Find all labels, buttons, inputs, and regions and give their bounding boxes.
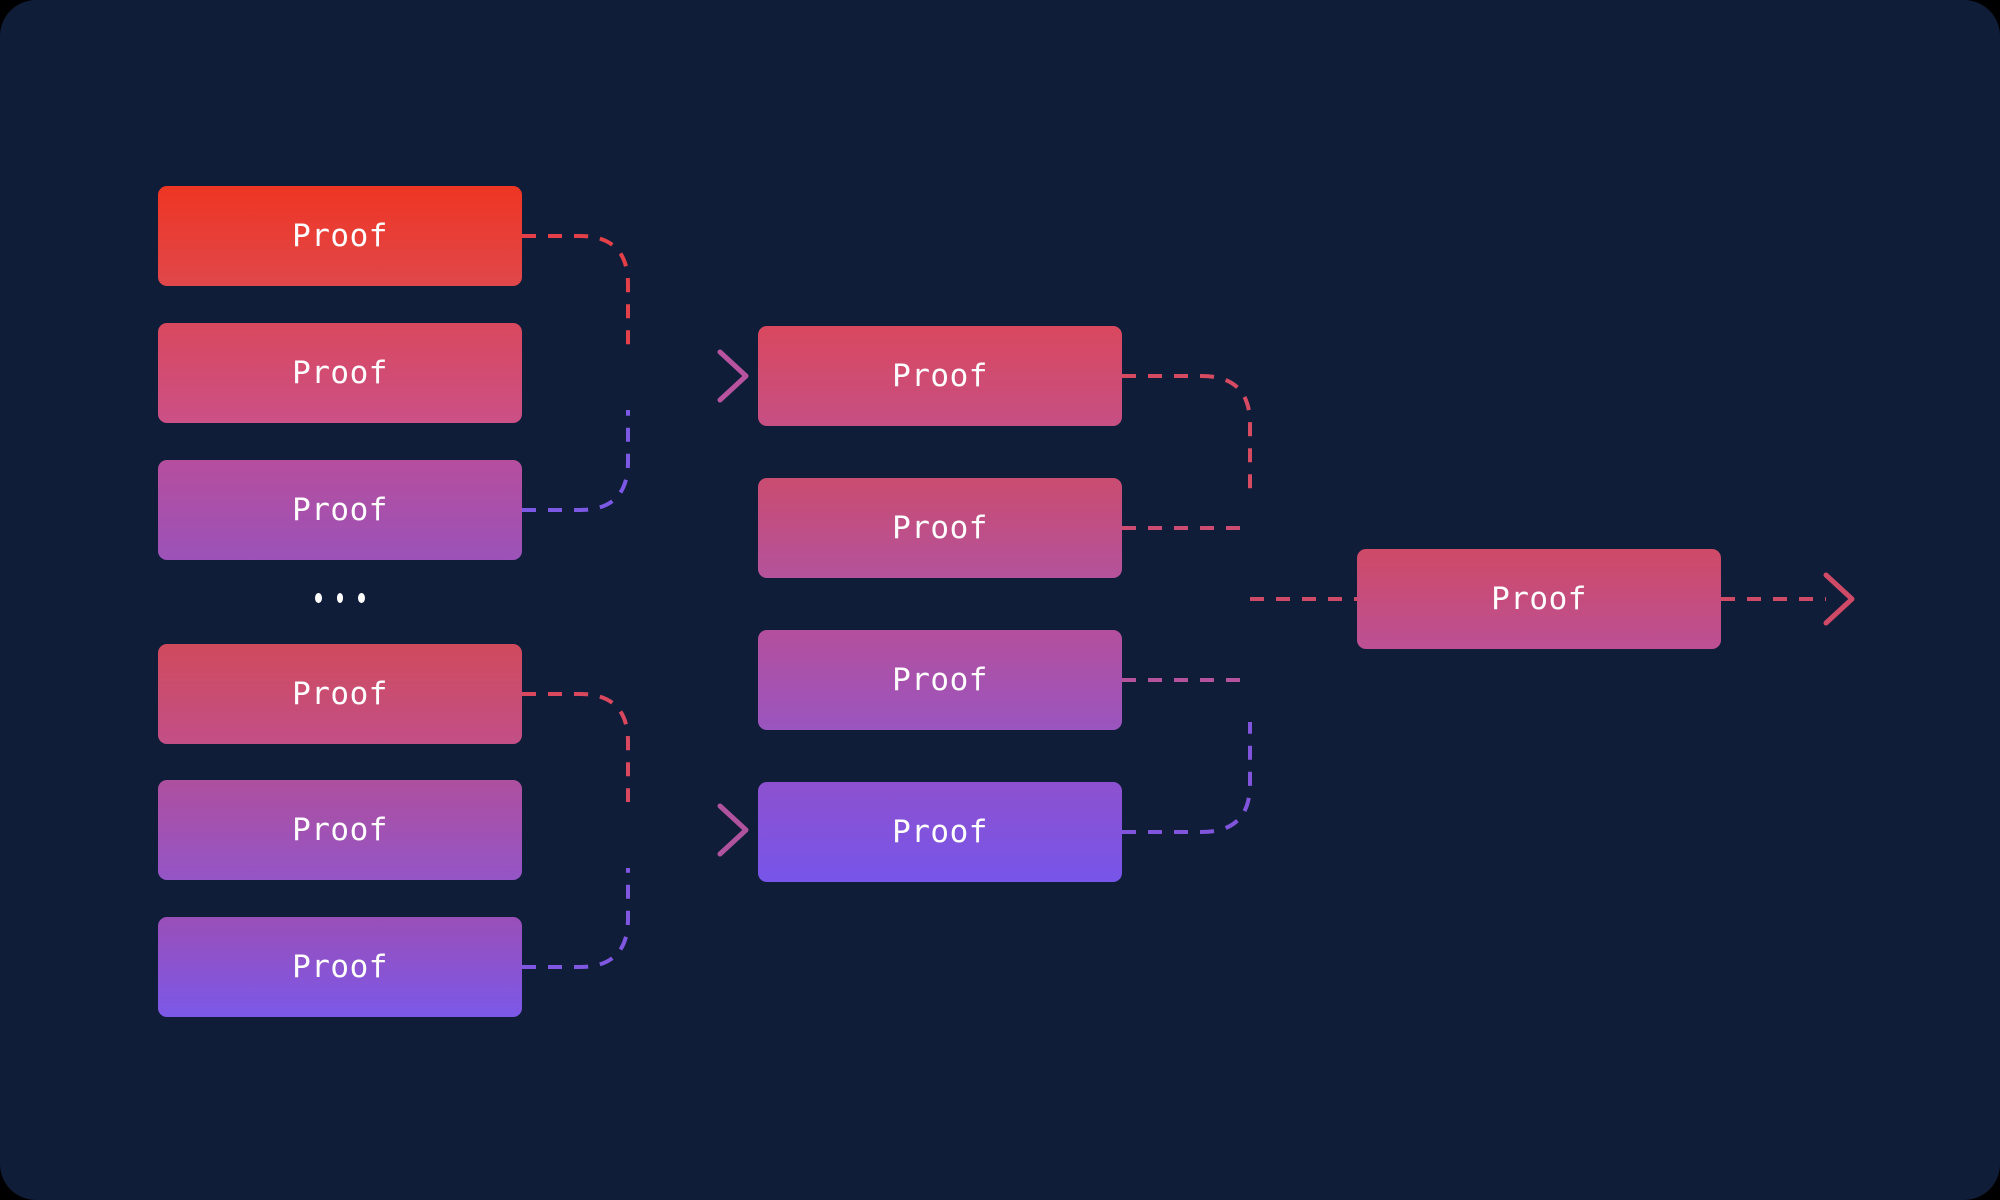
proof-node-leaf-2[interactable]: Proof — [158, 323, 522, 423]
proof-node-leaf-6[interactable]: Proof — [158, 917, 522, 1017]
proof-node-label: Proof — [292, 218, 388, 254]
arrowhead-group1-icon — [717, 349, 749, 403]
proof-node-mid-1[interactable]: Proof — [758, 326, 1122, 426]
proof-node-label: Proof — [292, 812, 388, 848]
proof-node-mid-2[interactable]: Proof — [758, 478, 1122, 578]
proof-node-label: Proof — [292, 355, 388, 391]
edge-mid4-to-hub3 — [1122, 722, 1252, 834]
arrowhead-group2-icon — [717, 803, 749, 857]
proof-node-label: Proof — [292, 492, 388, 528]
edge-leaf1-to-hub1 — [522, 234, 630, 346]
proof-node-leaf-5[interactable]: Proof — [158, 780, 522, 880]
proof-node-label: Proof — [1491, 581, 1587, 617]
leaf-ellipsis: ... — [315, 590, 366, 606]
proof-node-root[interactable]: Proof — [1357, 549, 1721, 649]
proof-node-leaf-3[interactable]: Proof — [158, 460, 522, 560]
proof-node-label: Proof — [892, 814, 988, 850]
edge-leaf6-to-hub2 — [522, 868, 630, 969]
ellipsis-dot-icon — [315, 593, 322, 603]
edge-leaf3-to-hub1 — [522, 410, 630, 512]
proof-node-leaf-1[interactable]: Proof — [158, 186, 522, 286]
proof-node-label: Proof — [292, 676, 388, 712]
edge-leaf4-to-hub2 — [522, 692, 630, 802]
ellipsis-dot-icon — [358, 593, 366, 603]
proof-node-mid-3[interactable]: Proof — [758, 630, 1122, 730]
proof-node-leaf-4[interactable]: Proof — [158, 644, 522, 744]
proof-node-label: Proof — [892, 510, 988, 546]
proof-node-label: Proof — [292, 949, 388, 985]
proof-node-mid-4[interactable]: Proof — [758, 782, 1122, 882]
proof-node-label: Proof — [892, 662, 988, 698]
proof-node-label: Proof — [892, 358, 988, 394]
arrowhead-output-icon — [1823, 572, 1855, 626]
ellipsis-dot-icon — [336, 593, 344, 603]
edge-mid1-to-hub3 — [1122, 374, 1252, 500]
